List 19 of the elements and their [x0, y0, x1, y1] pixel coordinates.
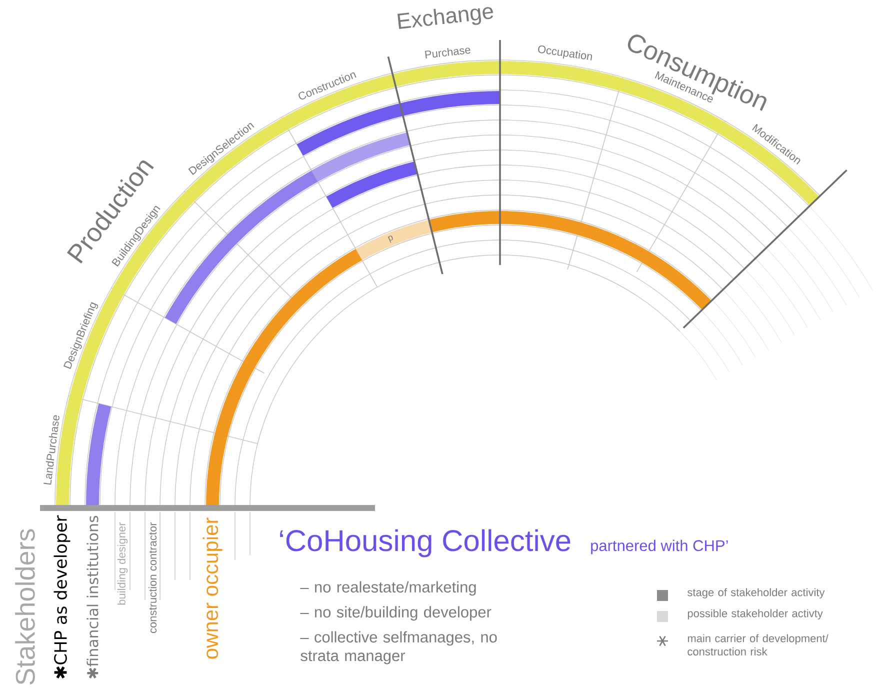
stakeholder-label: ✱financial institutions	[86, 516, 98, 678]
stakeholder-label: building designer	[117, 522, 128, 605]
phase-heading: Exchange	[398, 7, 494, 29]
legend-label: possible stakeholder activty	[688, 609, 823, 620]
axis-title: Stakeholders	[15, 529, 35, 685]
band-mark: p	[388, 236, 393, 243]
stakeholder-label: owner occupier	[202, 518, 222, 659]
heading: ‘CoHousing Collective	[280, 529, 570, 558]
legend-label: stage of stakeholder activity	[688, 588, 825, 598]
stage-label: LandPurchase	[44, 415, 60, 485]
note: – collective selfmanages, no strata manager	[300, 631, 497, 664]
note: – no realestate/marketing	[300, 581, 476, 596]
stakeholder-label: construction contractor	[148, 522, 157, 633]
stage-label: Occupation	[538, 45, 592, 60]
stage-label: Purchase	[425, 48, 470, 58]
stakeholder-label: ✱CHP as developer	[54, 515, 70, 678]
subheading: partnered with CHP’	[591, 540, 728, 554]
legend-label: main carrier of development/ construction risk	[688, 634, 828, 656]
note: – no site/building developer	[300, 606, 492, 621]
